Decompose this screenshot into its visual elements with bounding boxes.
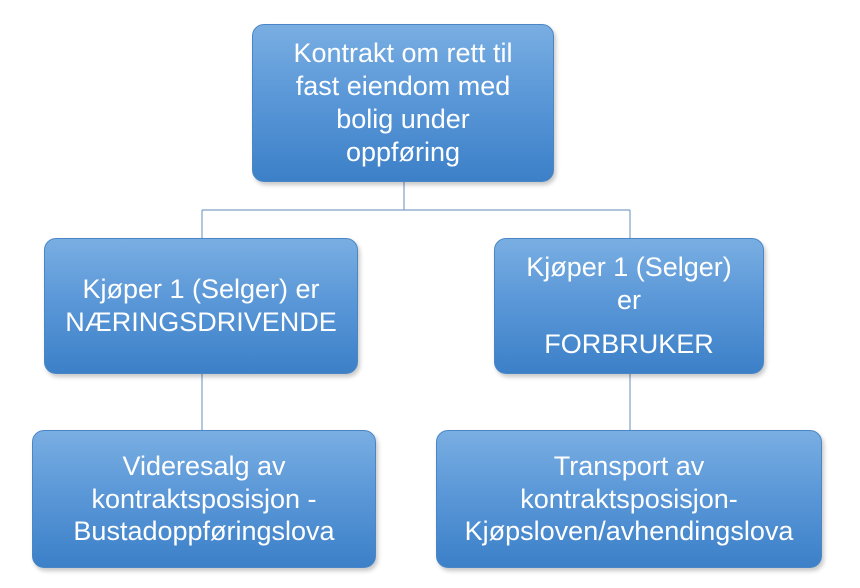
node-business-seller: Kjøper 1 (Selger) er NÆRINGSDRIVENDE	[44, 238, 358, 374]
root-line-4: oppføring	[345, 136, 461, 167]
right-leaf-line-2: kontraktsposisjon-	[520, 483, 738, 514]
left-leaf-line-1: Videresalg av	[122, 450, 286, 481]
node-consumer-seller: Kjøper 1 (Selger) er FORBRUKER	[494, 238, 764, 374]
root-node-contract: Kontrakt om rett til fast eiendom med bo…	[252, 24, 554, 182]
right-branch-line-3: FORBRUKER	[544, 329, 714, 360]
right-leaf-line-1: Transport av	[553, 450, 705, 481]
root-line-2: fast eiendom med	[295, 71, 511, 102]
right-leaf-line-3: Kjøpsloven/avhendingslova	[464, 516, 794, 547]
right-branch-line-2: er	[616, 284, 641, 315]
node-resale-contract-position: Videresalg av kontraktsposisjon - Bustad…	[32, 430, 376, 568]
node-transfer-contract-position: Transport av kontraktsposisjon- Kjøpslov…	[436, 430, 822, 568]
root-line-1: Kontrakt om rett til	[293, 38, 513, 69]
left-leaf-line-3: Bustadoppføringslova	[73, 516, 335, 547]
left-branch-line-1: Kjøper 1 (Selger) er	[82, 274, 320, 305]
right-branch-line-1: Kjøper 1 (Selger)	[526, 251, 732, 282]
left-leaf-line-2: kontraktsposisjon -	[91, 483, 317, 514]
left-branch-line-2: NÆRINGSDRIVENDE	[65, 307, 337, 337]
root-line-3: bolig under	[336, 104, 470, 134]
